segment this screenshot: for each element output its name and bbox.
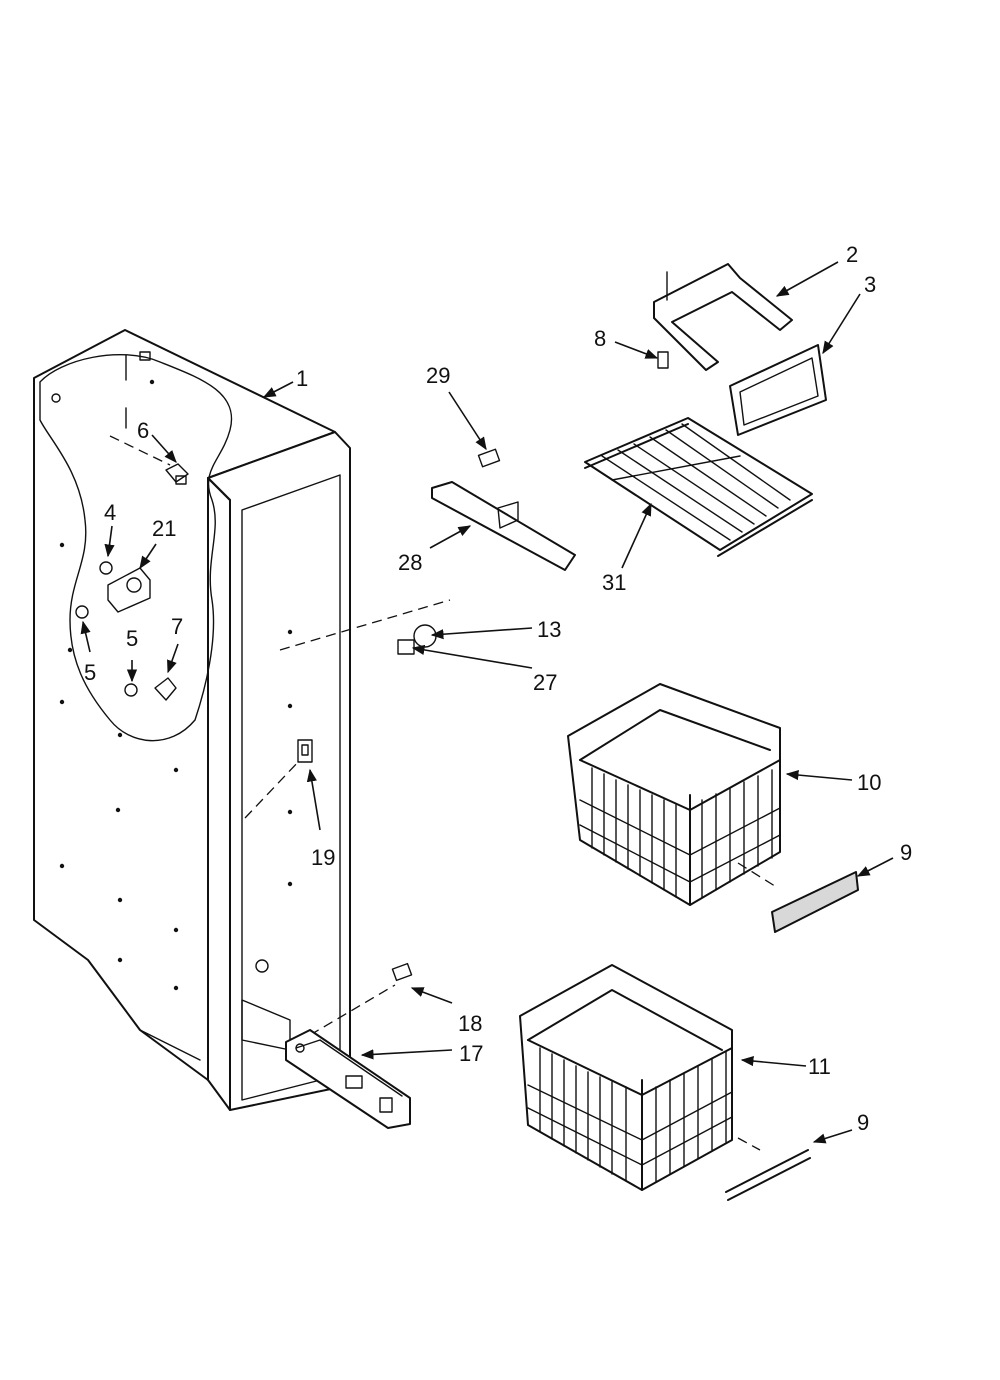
callout-31: 31: [602, 570, 626, 595]
part-7-hinge: [154, 677, 177, 701]
callout-7: 7: [171, 614, 183, 639]
callout-4: 4: [104, 500, 116, 525]
part-31-wire-shelf: [584, 417, 813, 557]
callout-27: 27: [533, 670, 557, 695]
part-3-glass-panel: [729, 344, 827, 436]
part-10-basket-upper: [567, 683, 781, 906]
callout-5-left: 5: [84, 660, 96, 685]
part-13-27-knob: [397, 624, 437, 655]
part-8-screw: [657, 351, 669, 369]
part-9-trim-upper: [771, 871, 859, 933]
part-17-drain-trough: [285, 1029, 411, 1129]
part-29-screw: [477, 448, 501, 468]
part-18-screw: [391, 962, 413, 982]
callout-9-lower: 9: [857, 1110, 869, 1135]
part-28-shelf-bracket: [431, 481, 576, 571]
callout-28: 28: [398, 550, 422, 575]
callout-3: 3: [864, 272, 876, 297]
callout-1: 1: [296, 366, 308, 391]
freezer-liner: [33, 329, 451, 1111]
callout-18: 18: [458, 1011, 482, 1036]
part-11-basket-lower: [519, 964, 733, 1191]
leader-lines: [80, 261, 894, 1144]
callout-8: 8: [594, 326, 606, 351]
callout-2: 2: [846, 242, 858, 267]
callout-11: 11: [808, 1054, 831, 1079]
part-6-clip: [165, 463, 189, 485]
callout-19: 19: [311, 845, 335, 870]
callout-13: 13: [537, 617, 561, 642]
callout-10: 10: [857, 770, 881, 795]
callout-5-right: 5: [126, 626, 138, 651]
callout-9-upper: 9: [900, 840, 912, 865]
part-4-screw: [99, 561, 113, 575]
callout-21: 21: [152, 516, 176, 541]
part-2-shelf-frame: [653, 263, 793, 371]
callout-17: 17: [459, 1041, 483, 1066]
part-19-switch: [297, 739, 313, 763]
callout-6: 6: [137, 418, 149, 443]
part-5-screws: [75, 605, 138, 697]
part-9-trim-lower: [725, 1137, 811, 1201]
callout-labels: 1 2 3 4 5 5 6 7 8 9 9 10 11 13 17 18 19 …: [84, 242, 912, 1135]
callout-29: 29: [426, 363, 450, 388]
